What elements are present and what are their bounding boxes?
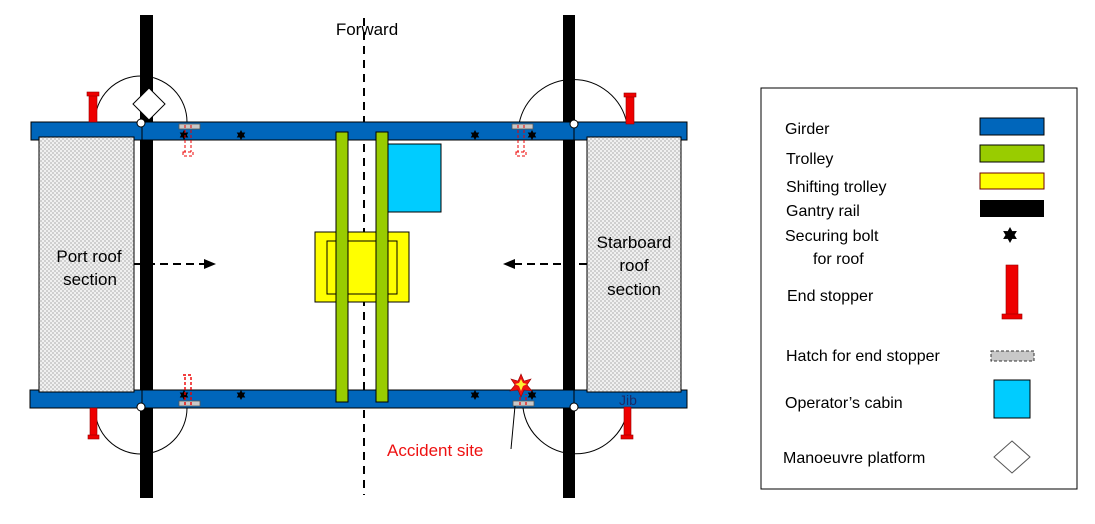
legend: Girder Trolley Shifting trolley Gantry r… <box>760 87 1078 490</box>
shifting-trolley-inner <box>326 240 398 295</box>
accident-site-label: Accident site <box>387 441 483 460</box>
operator-cabin <box>387 143 442 213</box>
manoeuvre-platform-icon <box>993 440 1031 474</box>
trolley-left <box>335 131 349 403</box>
gantry-rail-swatch <box>980 200 1044 217</box>
shifting-trolley-outer <box>314 231 410 303</box>
end-stopper-icon <box>1001 264 1023 320</box>
starboard-roof-label-line3: section <box>607 280 661 299</box>
hatch-starboard-top <box>511 123 534 157</box>
starboard-roof-section <box>586 136 682 393</box>
starboard-roof-label-line1: Starboard <box>597 233 672 252</box>
port-roof-label-line1: Port roof <box>56 247 121 266</box>
legend-label-trolley: Trolley <box>786 151 833 168</box>
forward-label: Forward <box>336 20 398 39</box>
trolley-swatch <box>979 144 1045 163</box>
legend-label-hatch: Hatch for end stopper <box>786 348 941 365</box>
legend-label-gantry-rail: Gantry rail <box>786 203 860 220</box>
shifting-trolley-swatch <box>979 172 1045 190</box>
pivot-port-bottom <box>136 402 146 412</box>
gantry-rail-starboard <box>563 15 575 498</box>
gantry-rail-port <box>140 15 153 498</box>
accident-leader-line <box>510 405 516 450</box>
end-stopper-port-bottom <box>87 407 100 440</box>
pivot-starboard-bottom <box>569 402 579 412</box>
end-stopper-starboard-top <box>623 92 637 125</box>
port-roof-movement-arrow <box>134 259 216 269</box>
girder-swatch <box>979 117 1045 136</box>
legend-label-operator-cabin: Operator’s cabin <box>785 395 903 412</box>
port-roof-section <box>38 136 135 393</box>
accident-site-marker <box>509 373 533 398</box>
pivot-starboard-top <box>569 119 579 129</box>
hatch-icon <box>990 350 1035 362</box>
legend-label-securing-bolt: Securing bolt <box>785 228 879 245</box>
swing-arc-starboard-bottom <box>522 407 629 455</box>
girder-bottom <box>29 389 688 409</box>
end-stopper-port-top <box>86 91 100 123</box>
starboard-roof-label-line2: roof <box>619 256 649 275</box>
legend-label-girder: Girder <box>785 121 830 138</box>
manoeuvre-platform <box>132 87 166 121</box>
end-stopper-starboard-bottom <box>620 406 634 440</box>
pivot-port-top <box>136 118 146 128</box>
legend-label-manoeuvre-platform: Manoeuvre platform <box>783 450 925 467</box>
jib-label: Jib <box>619 392 637 408</box>
hatch-port-bottom <box>178 374 201 407</box>
hatch-port-top <box>178 123 201 157</box>
starboard-roof-movement-arrow <box>503 259 587 269</box>
legend-label-end-stopper: End stopper <box>787 288 874 305</box>
port-roof-label-line2: section <box>63 270 117 289</box>
trolley-right <box>375 131 389 403</box>
hatch-starboard-bottom <box>512 394 535 407</box>
legend-label-securing-bolt-line2: for roof <box>813 251 864 268</box>
operator-cabin-swatch <box>993 379 1031 419</box>
legend-label-shifting-trolley: Shifting trolley <box>786 179 887 196</box>
